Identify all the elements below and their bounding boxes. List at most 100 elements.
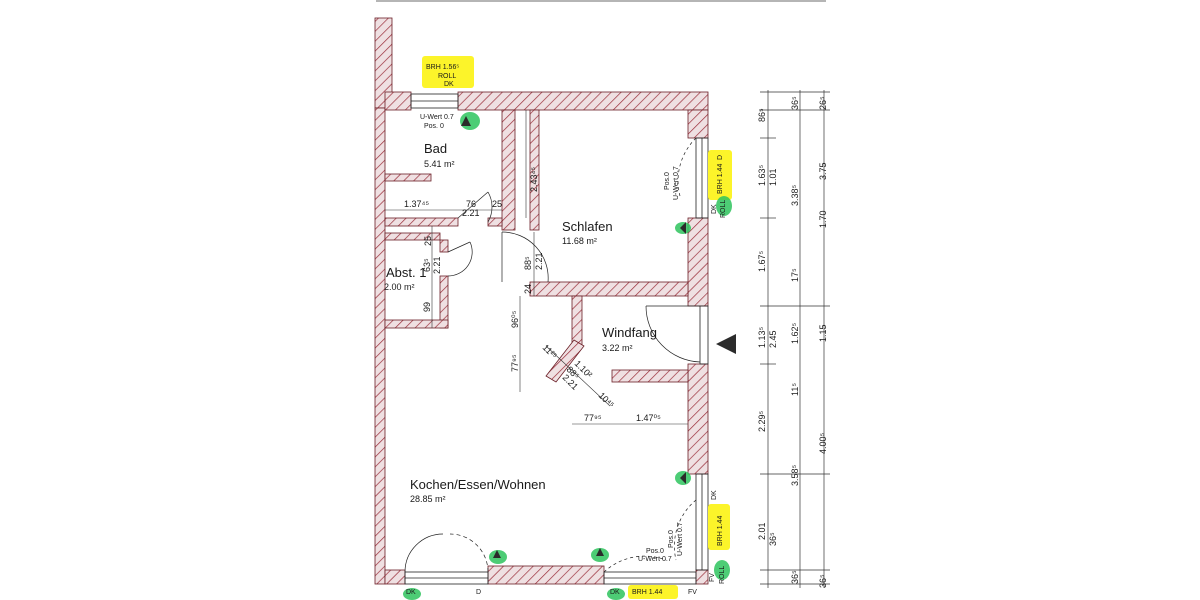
- chain-outer-4: 2.29⁵: [757, 410, 767, 432]
- dim-25a: 25: [492, 199, 502, 209]
- room-name-abst: Abst. 1: [386, 265, 426, 280]
- marker-bottom-left-icon: [493, 550, 501, 558]
- label-bottom-dk-left: DK: [406, 589, 416, 596]
- label-bottom-fv: FV: [688, 589, 697, 596]
- dim-221a: 2.21: [462, 208, 480, 218]
- dim-221b: 2.21: [432, 256, 442, 274]
- wall-abst-bottom: [384, 319, 449, 329]
- dim-635: 63⁵: [422, 258, 432, 272]
- green-mark-9: [607, 588, 625, 600]
- wall-bad-bottom: [384, 217, 459, 227]
- chain-edge-3: 1.15: [818, 324, 828, 342]
- label-lower-roll: ROLL: [719, 566, 726, 584]
- room-area-bad: 5.41 m²: [424, 159, 455, 169]
- arrows: [461, 116, 736, 558]
- chain-edge-5: 36⁵: [818, 574, 828, 588]
- highlights: [422, 56, 732, 599]
- label-bottom-uwert: U-Wert 0.7: [638, 556, 672, 563]
- wall-stub: [384, 232, 441, 241]
- chain-mid-3: 17⁵: [790, 268, 800, 282]
- chain-edge-0: 26⁵: [818, 96, 828, 110]
- dim-885: 88⁵: [523, 256, 533, 270]
- highlight-right-upper: [708, 150, 732, 200]
- doors: [404, 137, 701, 573]
- room-name-schlafen: Schlafen: [562, 219, 613, 234]
- chain-outer-2: 1.67⁵: [757, 250, 767, 272]
- wall-top: [457, 91, 709, 111]
- wall-windfang-left: [571, 295, 583, 347]
- label-right-pos: Pos.0: [664, 172, 671, 190]
- marker-kochen-icon: [680, 472, 686, 484]
- wall-right-lower: [687, 363, 709, 475]
- dim-1125: 11²⁵: [541, 342, 560, 361]
- door-bottom-right-swing: [603, 555, 667, 573]
- label-right-uwert: U-Wert 0.7: [673, 166, 680, 200]
- chain-mid-1: 1.01: [768, 168, 778, 186]
- window-right-entry: [699, 305, 709, 365]
- wall-bottom-right: [695, 569, 709, 585]
- room-area-abst: 2.00 m²: [384, 282, 415, 292]
- dim-137: 1.37⁴⁵: [404, 199, 429, 209]
- door-bottom-swing-left: [404, 533, 444, 573]
- interior-dimensions: 1.37⁴⁵ 76 2.21 25 2.43⁴⁵ 25 63⁵ 2.21 99 …: [404, 167, 661, 423]
- marker-schlafen-icon: [680, 222, 686, 234]
- dim-1045: 10⁴⁵: [597, 390, 617, 410]
- room-name-bad: Bad: [424, 141, 447, 156]
- door-bad-swing: [487, 191, 493, 223]
- door-bottom-swing-right: [449, 533, 489, 573]
- dim-7795a: 77⁹⁵: [510, 354, 520, 372]
- door-abst-leaf: [447, 241, 471, 253]
- chain-mid-0: 36⁵: [790, 96, 800, 110]
- highlight-right-lower: [708, 504, 730, 550]
- wall-bad-divider: [384, 173, 432, 182]
- label-lower-fv: FV: [709, 573, 716, 582]
- wall-bad-schlafen: [501, 109, 516, 231]
- chain-outer-0: 86⁵: [757, 108, 767, 122]
- label-right-dk: DK: [711, 204, 718, 214]
- label-right-roll: ROLL: [720, 200, 727, 218]
- wall-schlafen-left: [529, 109, 540, 231]
- room-name-windfang: Windfang: [602, 325, 657, 340]
- chain-mid-7: 3.58⁵: [790, 464, 800, 486]
- window-labels: BRH 1.56⁵ ROLL DK U-Wert 0.7 Pos. 0 Pos.…: [406, 64, 727, 596]
- label-top-pos: Pos. 0: [424, 123, 444, 130]
- dim-99: 99: [422, 302, 432, 312]
- chain-mid-8: 36⁵: [768, 532, 778, 546]
- chain-outer-6: 36⁵: [790, 570, 800, 584]
- highlight-top: [422, 56, 474, 88]
- walls: [374, 17, 709, 585]
- door-right-lower-swing: [674, 499, 697, 561]
- chain-mid-4: 1.62⁵: [790, 322, 800, 344]
- label-bottom-d: D: [476, 589, 481, 596]
- label-lower-dk: DK: [711, 490, 718, 500]
- door-entry-swing: [645, 305, 701, 363]
- marker-top-icon: [461, 116, 471, 126]
- label-top-dk: DK: [444, 81, 454, 88]
- dim-76: 76: [466, 199, 476, 209]
- chain-edge-4: 4.00⁵: [818, 432, 828, 454]
- chain-mid-5: 2.45: [768, 330, 778, 348]
- dim-14705: 1.47⁰⁵: [636, 413, 661, 423]
- green-mark-8: [403, 588, 421, 600]
- dim-24: 24: [523, 284, 533, 294]
- entry-arrow-icon: [716, 334, 736, 354]
- green-mark-2: [716, 196, 732, 216]
- door-right-upper-swing: [677, 137, 697, 197]
- label-lower-pos: Pos.0: [668, 530, 675, 548]
- green-mark-1: [460, 112, 480, 130]
- room-area-schlafen: 11.68 m²: [562, 236, 597, 246]
- wall-abst-right-top: [439, 239, 449, 253]
- green-mark-7: [714, 560, 730, 580]
- label-lower-brh: BRH 1.44: [717, 516, 724, 546]
- room-labels: Bad 5.41 m² Schlafen 11.68 m² Abst. 1 2.…: [384, 141, 657, 504]
- wall-diagonal: [545, 339, 585, 383]
- dim-line-diagonal: [545, 345, 611, 407]
- dim-9605: 96⁰⁵: [510, 310, 520, 328]
- chain-edge-1: 3.75: [818, 162, 828, 180]
- dim-7795b: 77⁹⁵: [584, 413, 602, 423]
- dim-221c: 2.21: [534, 252, 544, 270]
- chain-mid-6: 11⁵: [790, 383, 800, 396]
- wall-bottom-mid: [487, 565, 605, 585]
- wall-right-upper: [687, 109, 709, 139]
